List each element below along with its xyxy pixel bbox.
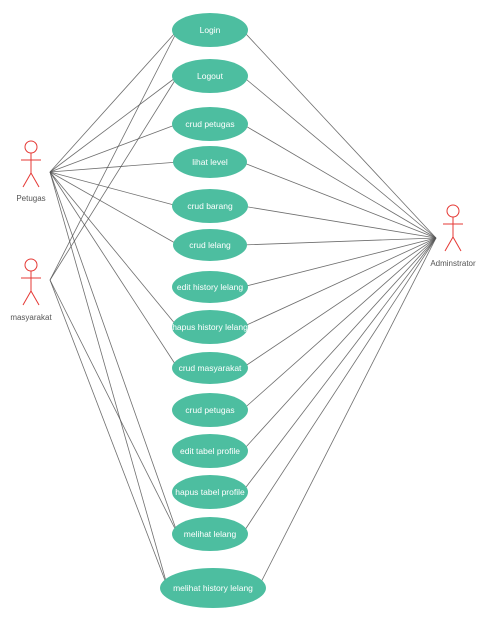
usecase-ellipse	[172, 59, 248, 93]
actor-right-leg	[30, 290, 40, 306]
association-line-admin-crud-lelang	[241, 237, 437, 246]
usecase-label: edit tabel profile	[180, 446, 240, 456]
usecase-ellipse	[172, 310, 248, 344]
association-line-admin-edit-tabel-profile	[242, 237, 437, 452]
association-line-petugas-lihat-level	[49, 161, 179, 173]
association-line-masyarakat-login	[49, 29, 179, 281]
association-line-admin-lihat-level	[241, 161, 437, 239]
usecase-logout: Logout	[172, 59, 248, 93]
usecase-label: hapus tabel profile	[175, 487, 245, 497]
usecase-label: lihat level	[192, 157, 228, 167]
association-line-admin-melihat-history-lelang	[257, 237, 437, 589]
usecase-hapus-tabel-profile: hapus tabel profile	[172, 475, 248, 509]
actors: Petugas masyarakat Adminstrator	[10, 140, 476, 322]
usecase-ellipse	[172, 189, 248, 223]
association-line-admin-crud-masyarakat	[242, 237, 437, 369]
usecase-ellipse	[173, 229, 247, 261]
usecase-crud-lelang: crud lelang	[173, 229, 247, 261]
actor-masyarakat: masyarakat	[10, 258, 52, 322]
association-line-petugas-login	[49, 29, 178, 173]
association-line-masyarakat-melihat-history-lelang	[49, 279, 169, 589]
usecase-melihat-lelang: melihat lelang	[172, 517, 248, 551]
usecase-edit-history-lelang: edit history lelang	[172, 271, 248, 303]
association-line-masyarakat-melihat-lelang	[49, 279, 179, 535]
usecase-ellipse	[172, 393, 248, 427]
usecase-ellipse	[172, 434, 248, 468]
actor-left-leg	[444, 236, 454, 252]
association-line-petugas-crud-masyarakat	[49, 171, 179, 369]
usecase-label: melihat lelang	[184, 529, 237, 539]
association-line-admin-login	[242, 29, 437, 239]
usecase-ellipse	[172, 352, 248, 384]
actor-admin: Adminstrator	[430, 204, 476, 268]
association-line-admin-crud-barang	[242, 205, 437, 239]
usecase-login: Login	[172, 13, 248, 47]
actor-left-leg	[22, 172, 32, 188]
association-line-petugas-melihat-lelang	[49, 171, 179, 535]
actor-right-leg	[452, 236, 462, 252]
usecase-label: Login	[200, 25, 221, 35]
actor-label: Petugas	[16, 194, 45, 203]
usecase-ellipse	[172, 107, 248, 141]
usecase-ellipse	[172, 517, 248, 551]
association-line-admin-crud-petugas-1	[242, 123, 437, 239]
usecase-ellipse	[172, 271, 248, 303]
usecase-ellipse	[160, 568, 266, 608]
association-line-admin-edit-history-lelang	[242, 237, 437, 288]
usecase-ellipse	[172, 13, 248, 47]
association-line-petugas-hapus-history-lelang	[49, 171, 179, 328]
usecase-crud-petugas-2: crud petugas	[172, 393, 248, 427]
actor-left-leg	[22, 290, 32, 306]
usecase-label: edit history lelang	[177, 282, 243, 292]
usecase-label: crud barang	[187, 201, 233, 211]
actor-label: masyarakat	[10, 313, 52, 322]
usecase-melihat-history-lelang: melihat history lelang	[160, 568, 266, 608]
association-line-petugas-crud-lelang	[49, 171, 179, 246]
actor-head-icon	[24, 258, 38, 272]
association-lines	[49, 29, 437, 589]
usecase-lihat-level: lihat level	[173, 146, 247, 178]
association-line-petugas-crud-petugas-1	[49, 123, 178, 173]
actor-right-leg	[30, 172, 40, 188]
usecase-crud-barang: crud barang	[172, 189, 248, 223]
usecase-label: crud lelang	[189, 240, 231, 250]
association-line-petugas-logout	[49, 75, 178, 173]
usecase-label: melihat history lelang	[173, 583, 253, 593]
association-line-admin-crud-petugas-2	[242, 237, 437, 411]
actor-label: Adminstrator	[430, 259, 476, 268]
usecase-hapus-history-lelang: hapus history lelang	[172, 310, 248, 344]
usecase-ellipse	[173, 146, 247, 178]
association-line-admin-logout	[242, 75, 437, 239]
association-line-petugas-crud-barang	[49, 171, 178, 207]
usecase-label: hapus history lelang	[172, 322, 248, 332]
usecase-crud-petugas-1: crud petugas	[172, 107, 248, 141]
association-line-admin-hapus-history-lelang	[242, 237, 437, 328]
actor-head-icon	[24, 140, 38, 154]
usecase-edit-tabel-profile: edit tabel profile	[172, 434, 248, 468]
association-line-admin-melihat-lelang	[241, 237, 437, 535]
association-line-petugas-melihat-history-lelang	[49, 171, 169, 589]
usecase-ellipse	[172, 475, 248, 509]
usecase-label: crud petugas	[185, 405, 234, 415]
actor-petugas: Petugas	[16, 140, 46, 203]
usecase-label: crud masyarakat	[179, 363, 242, 373]
usecase-label: Logout	[197, 71, 224, 81]
association-line-masyarakat-logout	[49, 75, 179, 281]
usecase-label: crud petugas	[185, 119, 234, 129]
usecase-crud-masyarakat: crud masyarakat	[172, 352, 248, 384]
association-line-admin-hapus-tabel-profile	[241, 237, 437, 493]
actor-head-icon	[446, 204, 460, 218]
